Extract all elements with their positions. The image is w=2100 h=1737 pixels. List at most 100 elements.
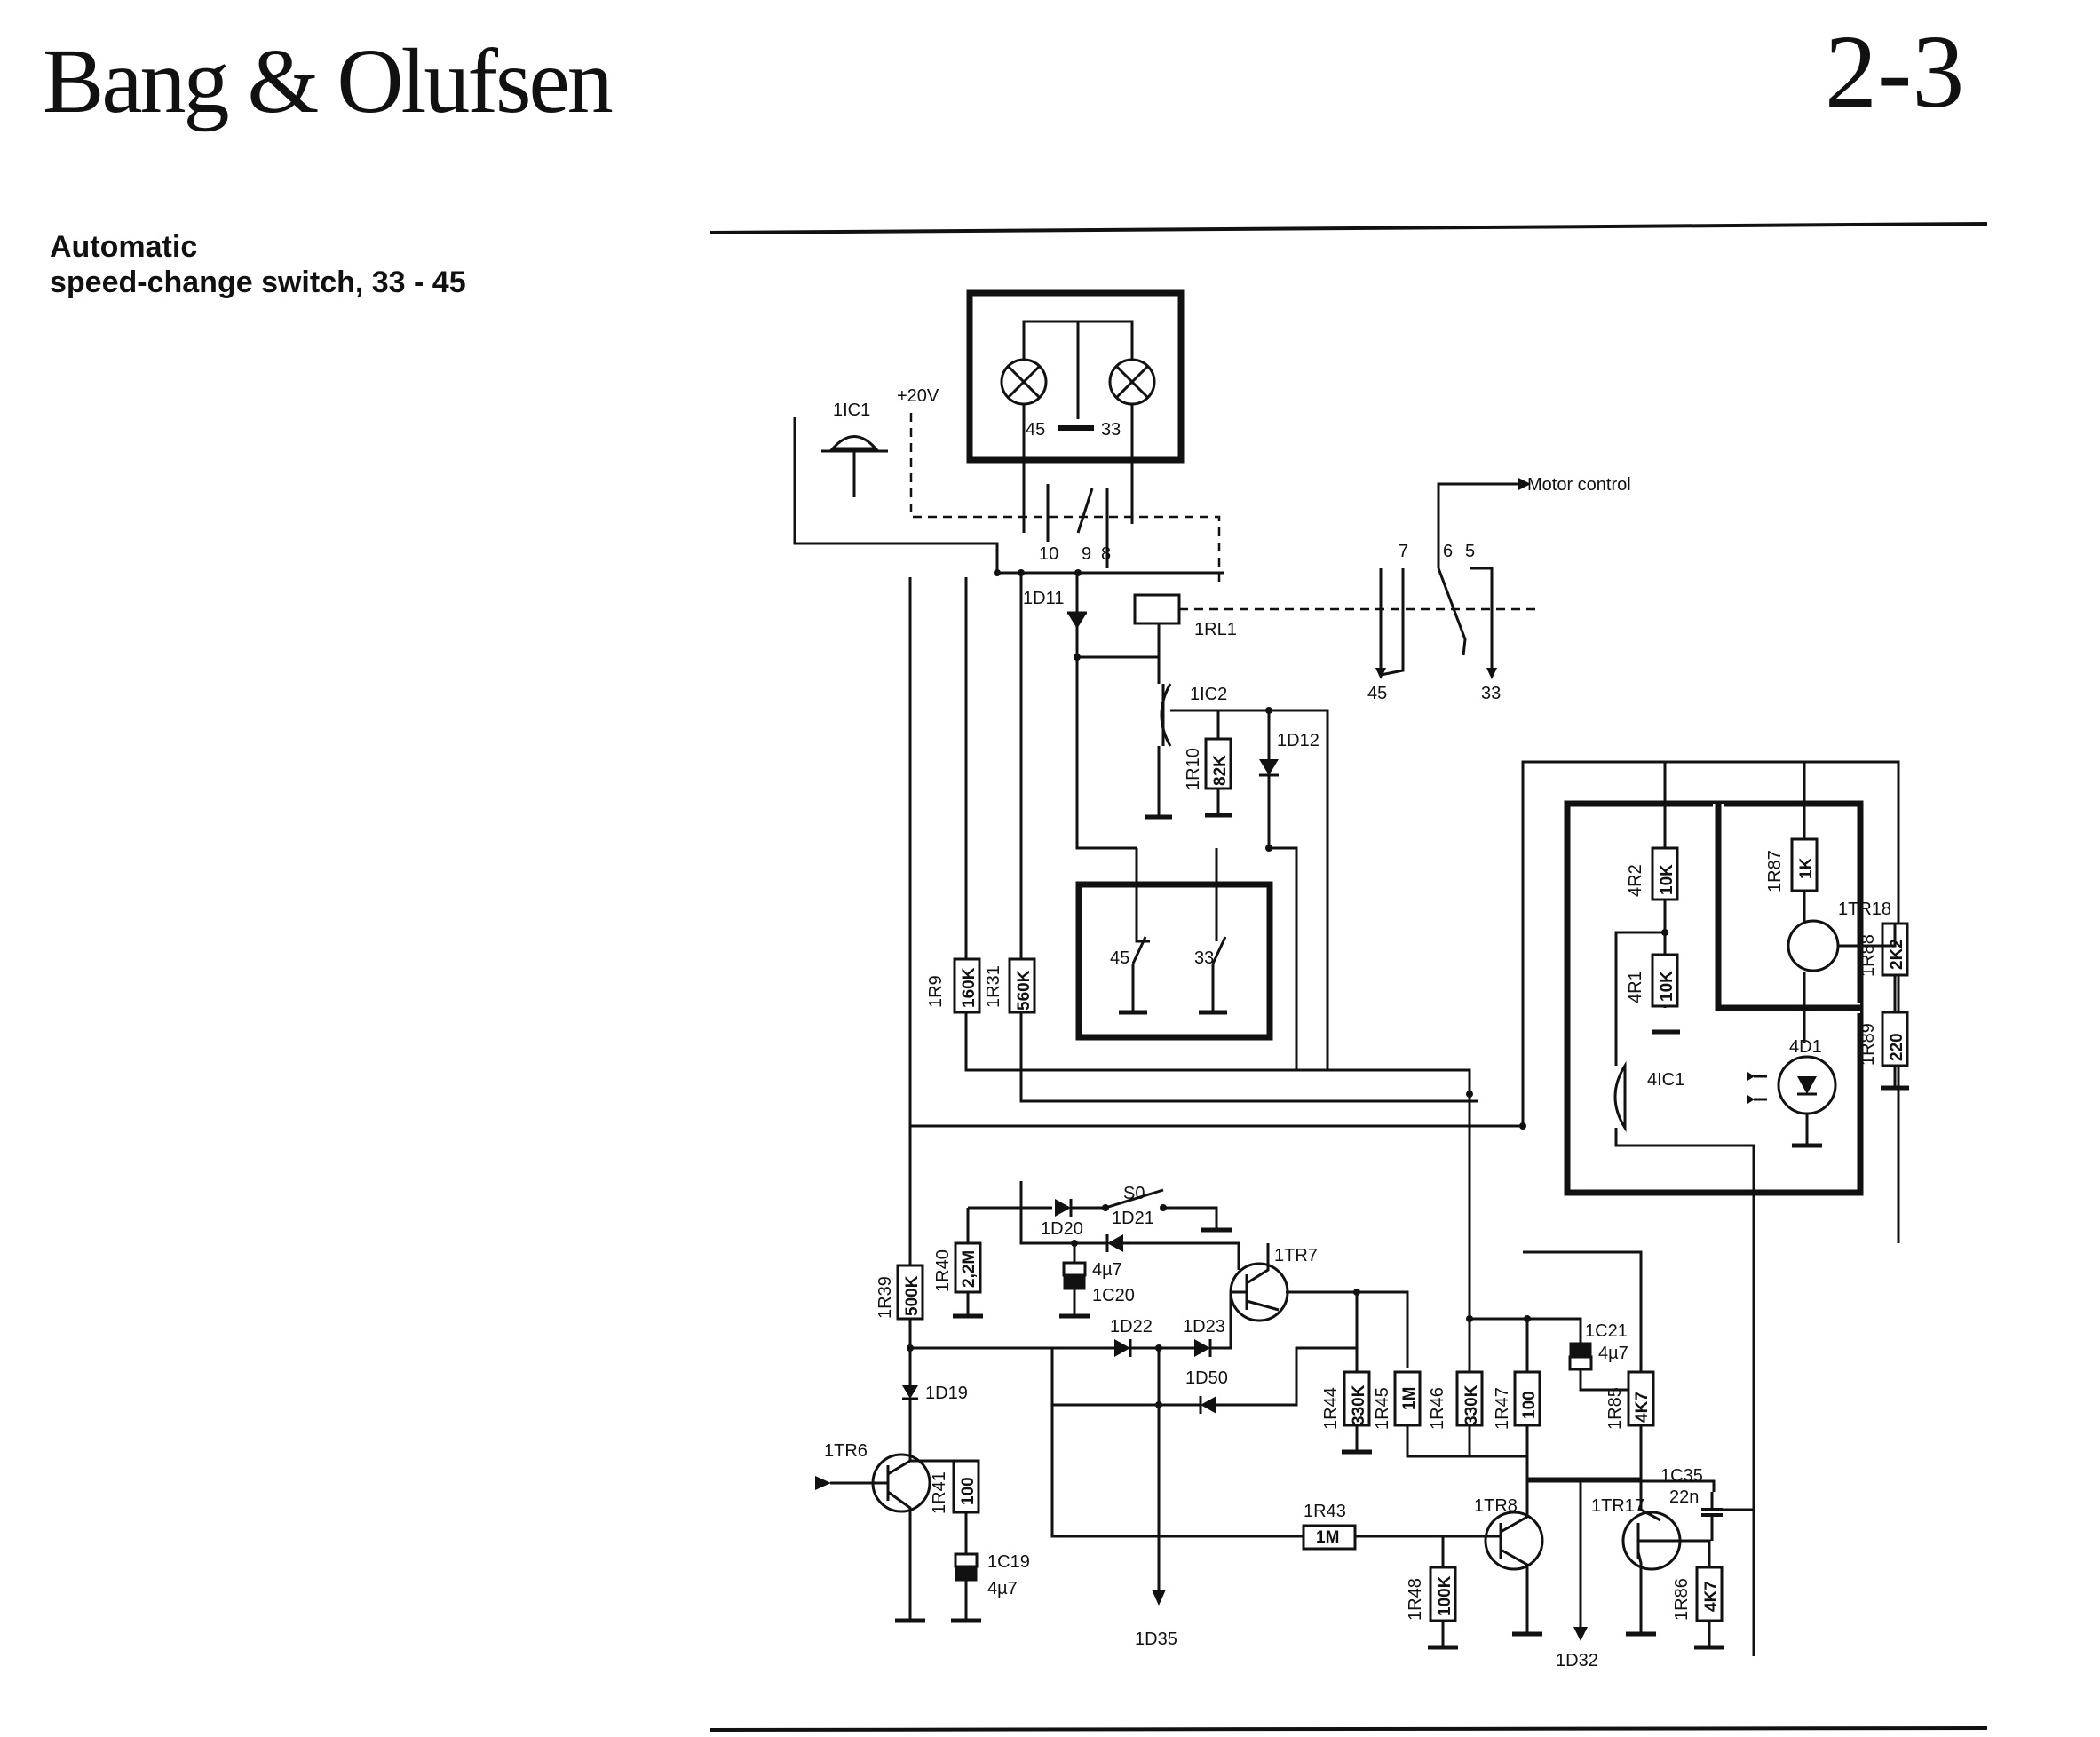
r46-value: 330K [1462, 1384, 1481, 1425]
d21-diode-icon [1107, 1234, 1123, 1252]
r45-value: 1M [1400, 1387, 1419, 1410]
d20-label: 1D20 [1041, 1219, 1083, 1239]
r9-label: 1R9 [926, 975, 946, 1008]
bottom-rule [709, 1726, 1988, 1732]
r31-label: 1R31 [984, 965, 1003, 1008]
r40-resistor [954, 1241, 982, 1294]
d12-label: 1D12 [1277, 731, 1319, 750]
c21-value: 4µ7 [1598, 1344, 1628, 1363]
d50-diode-icon [1201, 1396, 1216, 1414]
r10-value: 82K [1211, 755, 1230, 786]
r10-label: 1R10 [1184, 748, 1203, 790]
r86-label: 1R86 [1672, 1578, 1692, 1621]
r48-label: 1R48 [1406, 1578, 1425, 1621]
ic1-opto-symbol [1613, 1060, 1627, 1133]
r46-label: 1R46 [1428, 1387, 1447, 1430]
tr7-label: 1TR7 [1274, 1246, 1318, 1265]
pin-10-label: 10 [1039, 544, 1058, 564]
c20-value: 4µ7 [1092, 1260, 1122, 1280]
speed-switch-box: 45 33 [1075, 848, 1273, 1041]
r88-value: 2K2 [1888, 939, 1906, 970]
ic1b-label: 4IC1 [1647, 1070, 1684, 1090]
page-number: 2-3 [1825, 13, 1965, 130]
diagram-title-line2: speed-change switch, 33 - 45 [50, 266, 466, 299]
d23-label: 1D23 [1183, 1317, 1225, 1336]
d11-label: 1D11 [1023, 589, 1064, 608]
brand-logo: Bang & Olufsen [43, 30, 614, 132]
top-rule [709, 222, 1988, 234]
r45-resistor [1393, 1370, 1422, 1427]
pin-6-label: 6 [1443, 542, 1453, 561]
d50-label: 1D50 [1185, 1368, 1228, 1388]
c35-value: 22n [1669, 1487, 1699, 1507]
lamp-33-icon [1108, 358, 1156, 406]
r89-value: 220 [1888, 1033, 1906, 1061]
r41-resistor [952, 1459, 980, 1514]
r1-value: 10K [1658, 971, 1676, 1002]
r2-resistor [1651, 846, 1679, 901]
d21-label: 1D21 [1112, 1209, 1154, 1228]
lamp-45-icon [1000, 358, 1048, 406]
d19-label: 1D19 [925, 1384, 968, 1403]
r43-value: 1M [1316, 1528, 1339, 1547]
r10-resistor [1204, 737, 1232, 790]
r1-label: 4R1 [1626, 971, 1645, 1003]
r86-value: 4K7 [1702, 1581, 1721, 1612]
opto-section: 4R2 10K 4R1 10K 4IC1 1R87 1K 1TR18 1R88 … [1521, 760, 1909, 1656]
r85-value: 4K7 [1633, 1392, 1652, 1423]
r87-resistor [1790, 837, 1819, 892]
d23-diode-icon [1194, 1339, 1210, 1357]
s0-label: S0 [1123, 1184, 1145, 1203]
switch-45-label: 45 [1110, 948, 1129, 968]
c19-capacitor [954, 1552, 979, 1568]
d1-label: 4D1 [1789, 1037, 1822, 1057]
r41-value: 100 [959, 1477, 978, 1505]
r88-label: 1R88 [1858, 934, 1878, 977]
r85-resistor [1627, 1370, 1655, 1427]
output-stage: 1D19 1TR6 1R41 100 1C19 4µ7 1R4 [815, 1146, 1755, 1670]
tr18-transistor-icon [1787, 919, 1840, 972]
tr18-label: 1TR18 [1838, 900, 1891, 919]
r43-resistor [1302, 1524, 1357, 1551]
r47-label: 1R47 [1493, 1387, 1512, 1430]
lamp-45-label: 45 [1026, 420, 1045, 440]
d35-arrow-icon [1152, 1590, 1166, 1606]
d22-label: 1D22 [1110, 1317, 1153, 1336]
r44-label: 1R44 [1321, 1387, 1341, 1430]
r43-label: 1R43 [1304, 1502, 1346, 1521]
c20-label: 1C20 [1092, 1286, 1135, 1305]
out-45-label: 45 [1367, 684, 1387, 703]
r39-value: 500K [903, 1275, 922, 1316]
ic2-label: 1IC2 [1190, 685, 1227, 704]
r85-label: 1R85 [1605, 1387, 1625, 1430]
lamp-33-label: 33 [1101, 420, 1121, 440]
c21-capacitor [1569, 1342, 1592, 1356]
d22-diode-icon [1114, 1339, 1130, 1357]
tr17-label: 1TR17 [1591, 1496, 1644, 1516]
r87-value: 1K [1797, 857, 1816, 879]
r9-value: 160K [960, 967, 979, 1008]
supply-label: +20V [897, 386, 939, 406]
lamp-indicator-box: 45 33 [966, 290, 1185, 533]
tr6-label: 1TR6 [824, 1441, 868, 1461]
c21-label: 1C21 [1585, 1321, 1628, 1341]
r44-resistor [1343, 1370, 1371, 1427]
r2-value: 10K [1658, 864, 1676, 895]
r1-resistor [1651, 953, 1679, 1008]
ic2-symbol [1160, 683, 1172, 747]
pin-8-label: 8 [1101, 544, 1111, 564]
r9-resistor [953, 957, 981, 1014]
r31-resistor [1008, 957, 1036, 1014]
r2-label: 4R2 [1626, 864, 1645, 897]
out-33-label: 33 [1481, 684, 1501, 703]
ic1-symbol [829, 435, 879, 450]
c20-capacitor [1062, 1261, 1087, 1277]
c35-label: 1C35 [1660, 1466, 1703, 1486]
relay-coil-rl1 [1133, 593, 1181, 625]
ic1-label: 1IC1 [833, 401, 870, 420]
r89-label: 1R89 [1858, 1023, 1878, 1066]
d32-arrow-icon [1573, 1627, 1588, 1641]
d20-diode-icon [1055, 1199, 1071, 1217]
